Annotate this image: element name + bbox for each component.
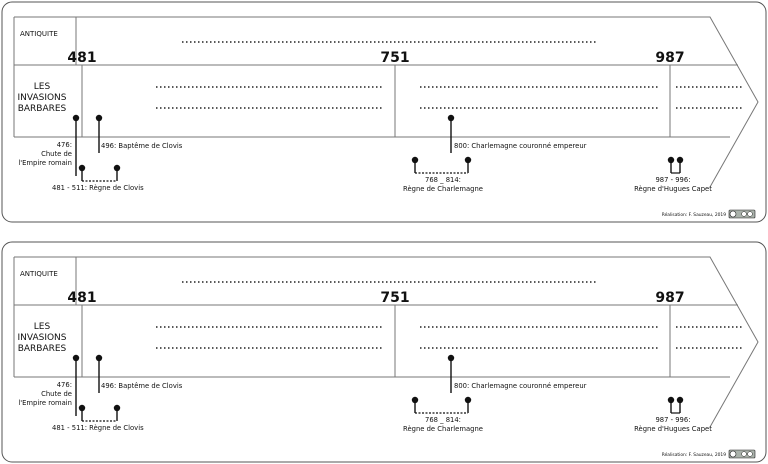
event-987-996-line1: 987 - 996:	[655, 176, 690, 184]
invasions-label-2: INVASIONS	[17, 333, 66, 343]
event-987-996: 987 - 996: Règne d'Hugues Capet	[634, 396, 712, 433]
event-476-line1: 476:	[57, 141, 72, 149]
event-987-996: 987 - 996: Règne d'Hugues Capet	[634, 156, 712, 193]
year-751: 751	[380, 290, 409, 306]
event-768-814-line2: Règne de Charlemagne	[403, 185, 483, 193]
event-987-996-line2: Règne d'Hugues Capet	[634, 425, 712, 433]
event-481-511-label: 481 - 511: Règne de Clovis	[52, 424, 144, 432]
invasions-label-2: INVASIONS	[17, 93, 66, 103]
event-768-814-line1: 768 _ 814:	[425, 416, 461, 424]
invasions-label-1: LES	[34, 322, 51, 332]
event-476-line2: Chute de	[41, 150, 72, 158]
panel-frame	[1, 1, 767, 223]
event-476-line2: Chute de	[41, 390, 72, 398]
cc-by-sa-icon	[728, 209, 756, 219]
event-800-label: 800: Charlemagne couronné empereur	[454, 142, 587, 150]
cc-by-sa-icon	[728, 449, 756, 459]
event-800: 800: Charlemagne couronné empereur	[447, 114, 587, 153]
event-800: 800: Charlemagne couronné empereur	[447, 354, 587, 393]
credit-text: Réalisation: F. Sauzeau, 2019	[662, 211, 726, 218]
invasions-label-1: LES	[34, 82, 51, 92]
year-481: 481	[67, 290, 96, 306]
credit-text: Réalisation: F. Sauzeau, 2019	[662, 451, 726, 458]
event-476-line3: l'Empire romain	[18, 159, 72, 167]
event-496-label: 496: Baptême de Clovis	[101, 382, 183, 390]
invasions-label-3: BARBARES	[18, 104, 67, 114]
blank-lines	[156, 281, 744, 349]
antiquity-label: ANTIQUITE	[20, 30, 58, 38]
year-987: 987	[655, 290, 684, 306]
timeline-panel-top: ANTIQUITE 481 751 987 LES INVASIONS BARB…	[0, 0, 768, 224]
event-476: 476: Chute de l'Empire romain	[18, 354, 80, 416]
antiquity-label: ANTIQUITE	[20, 270, 58, 278]
year-751: 751	[380, 50, 409, 66]
event-476: 476: Chute de l'Empire romain	[18, 114, 80, 176]
event-476-line3: l'Empire romain	[18, 399, 72, 407]
event-768-814-line2: Règne de Charlemagne	[403, 425, 483, 433]
timeline-arrow	[14, 256, 759, 428]
event-481-511-label: 481 - 511: Règne de Clovis	[52, 184, 144, 192]
event-800-label: 800: Charlemagne couronné empereur	[454, 382, 587, 390]
event-768-814-line1: 768 _ 814:	[425, 176, 461, 184]
year-987: 987	[655, 50, 684, 66]
year-481: 481	[67, 50, 96, 66]
timeline-panel-bottom: ANTIQUITE 481 751 987 LES INVASIONS BARB…	[0, 240, 768, 464]
event-987-996-line1: 987 - 996:	[655, 416, 690, 424]
blank-lines	[156, 41, 744, 109]
timeline-figure: ANTIQUITE 481 751 987 LES INVASIONS BARB…	[1, 241, 767, 463]
event-481-511: 481 - 511: Règne de Clovis	[52, 404, 144, 432]
event-496-label: 496: Baptême de Clovis	[101, 142, 183, 150]
event-496: 496: Baptême de Clovis	[95, 114, 183, 153]
event-768-814: 768 _ 814: Règne de Charlemagne	[403, 156, 483, 193]
timeline-arrow	[14, 16, 759, 188]
event-768-814: 768 _ 814: Règne de Charlemagne	[403, 396, 483, 433]
event-987-996-line2: Règne d'Hugues Capet	[634, 185, 712, 193]
invasions-label-3: BARBARES	[18, 344, 67, 354]
timeline-figure: ANTIQUITE 481 751 987 LES INVASIONS BARB…	[1, 1, 767, 223]
event-496: 496: Baptême de Clovis	[95, 354, 183, 393]
event-476-line1: 476:	[57, 381, 72, 389]
event-481-511: 481 - 511: Règne de Clovis	[52, 164, 144, 192]
panel-frame	[1, 241, 767, 463]
